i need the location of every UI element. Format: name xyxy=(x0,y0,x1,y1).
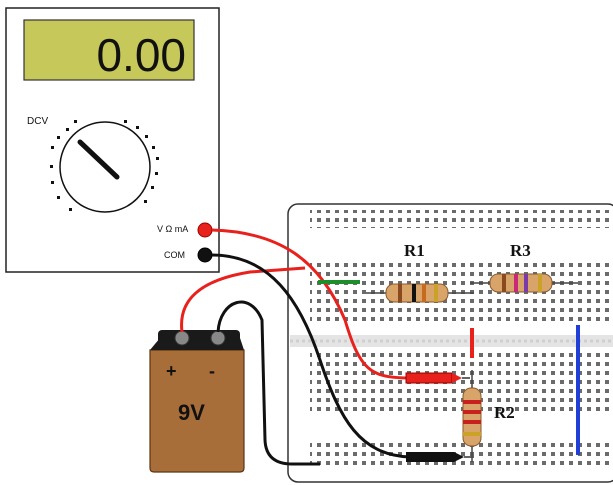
jack-common-label: COM xyxy=(164,250,185,260)
mode-label-dcv: DCV xyxy=(27,116,48,127)
lower-terminal-holes xyxy=(310,352,610,416)
resistor-r1-label: R1 xyxy=(404,241,425,260)
battery-plus-label: + xyxy=(166,361,177,381)
jack-positive[interactable] xyxy=(197,222,213,238)
multimeter-lcd xyxy=(23,19,195,81)
multimeter-reading: 0.00 xyxy=(96,29,186,81)
dial-ticks xyxy=(50,120,159,211)
black-probe-lead xyxy=(211,253,411,459)
multimeter: 0.00 DCV V Ω mA COM xyxy=(5,7,220,273)
battery-negative-wire xyxy=(216,300,320,466)
battery-positive-wire xyxy=(180,266,306,333)
jack-positive-label: V Ω mA xyxy=(157,224,188,234)
battery-body xyxy=(149,349,245,473)
breadboard xyxy=(287,203,613,483)
battery-terminal-negative[interactable] xyxy=(210,330,226,346)
resistor-r3[interactable] xyxy=(470,273,578,293)
resistor-r2[interactable] xyxy=(462,370,482,462)
dial-pointer xyxy=(77,139,120,180)
battery-voltage-label: 9V xyxy=(178,400,205,425)
battery: + - 9V xyxy=(149,330,245,473)
resistor-r3-label: R3 xyxy=(510,241,531,260)
red-probe-lead xyxy=(211,228,411,380)
resistor-r2-label: R2 xyxy=(494,403,515,422)
jack-common[interactable] xyxy=(197,247,213,263)
resistor-r1[interactable] xyxy=(366,283,474,303)
top-rail-holes xyxy=(310,210,610,228)
center-channel xyxy=(290,335,613,347)
red-probe[interactable] xyxy=(405,372,470,384)
battery-terminal-positive[interactable] xyxy=(174,330,190,346)
battery-minus-label: - xyxy=(209,361,215,381)
